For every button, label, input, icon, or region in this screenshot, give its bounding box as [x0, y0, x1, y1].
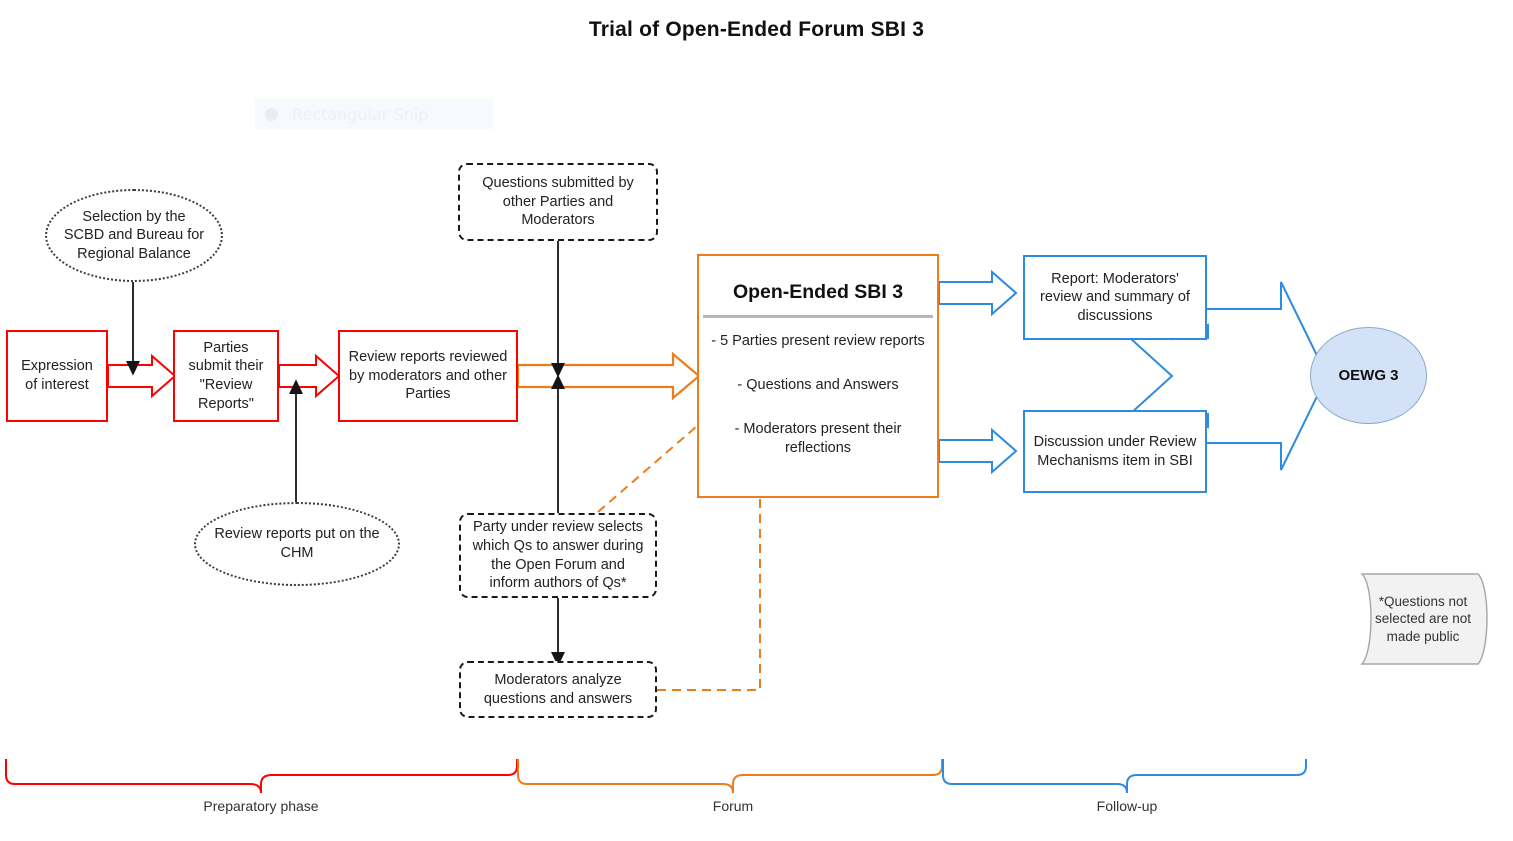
box-expression-of-interest: Expression of interest	[6, 330, 108, 422]
box-moderators-analyze: Moderators analyze questions and answers	[459, 661, 657, 718]
camera-dot-icon	[265, 107, 278, 121]
ellipse-review-reports-chm: Review reports put on the CHM	[194, 502, 400, 586]
red-block-arrow-2	[278, 353, 341, 399]
footnote-text: *Questions not selected are not made pub…	[1374, 593, 1472, 644]
oewg-label: OEWG 3	[1338, 367, 1399, 384]
phase-label-preparatory: Preparatory phase	[203, 798, 319, 814]
phase-label-forum: Forum	[712, 798, 754, 814]
footnote-shape	[1360, 573, 1488, 665]
page-title: Trial of Open-Ended Forum SBI 3	[588, 18, 925, 41]
ellipse-selection-scbd: Selection by the SCBD and Bureau for Reg…	[45, 189, 223, 282]
red-block-arrow-1	[107, 353, 177, 399]
box-discussion-under-review-mechanisms: Discussion under Review Mechanisms item …	[1023, 410, 1207, 493]
box-questions-submitted: Questions submitted by other Parties and…	[458, 163, 658, 241]
bracket-forum	[517, 759, 943, 794]
bracket-preparatory	[5, 759, 518, 794]
dashed-analyze-to-reflections	[657, 452, 768, 691]
blue-block-arrow-discussion	[938, 427, 1018, 475]
panel-bullet-list: - 5 Parties present review reports - Que…	[699, 318, 937, 457]
box-party-under-review-selects: Party under review selects which Qs to a…	[459, 513, 657, 598]
panel-heading: Open-Ended SBI 3	[732, 281, 904, 303]
orange-block-arrow-to-forum	[516, 351, 701, 401]
blue-block-arrow-report	[938, 269, 1018, 317]
footnote-card: *Questions not selected are not made pub…	[1360, 572, 1486, 666]
rectangular-snip-watermark: Rectangular Snip	[255, 99, 493, 129]
panel-bullet-item: - Moderators present their reflections	[734, 420, 902, 456]
panel-open-ended-sbi-3: Open-Ended SBI 3 - 5 Parties present rev…	[697, 254, 939, 498]
rectangular-snip-label: Rectangular Snip	[292, 104, 429, 124]
box-parties-submit-review-reports: Parties submit their "Review Reports"	[173, 330, 279, 422]
box-report-moderators-review: Report: Moderators' review and summary o…	[1023, 255, 1207, 340]
panel-bullet-item: - Questions and Answers	[737, 376, 899, 393]
bracket-followup	[942, 759, 1307, 794]
circle-oewg-3: OEWG 3	[1310, 327, 1427, 424]
box-review-reports-reviewed: Review reports reviewed by moderators an…	[338, 330, 518, 422]
phase-label-followup: Follow-up	[1096, 798, 1158, 814]
panel-divider	[703, 315, 933, 318]
panel-bullet-item: - 5 Parties present review reports	[711, 333, 925, 349]
